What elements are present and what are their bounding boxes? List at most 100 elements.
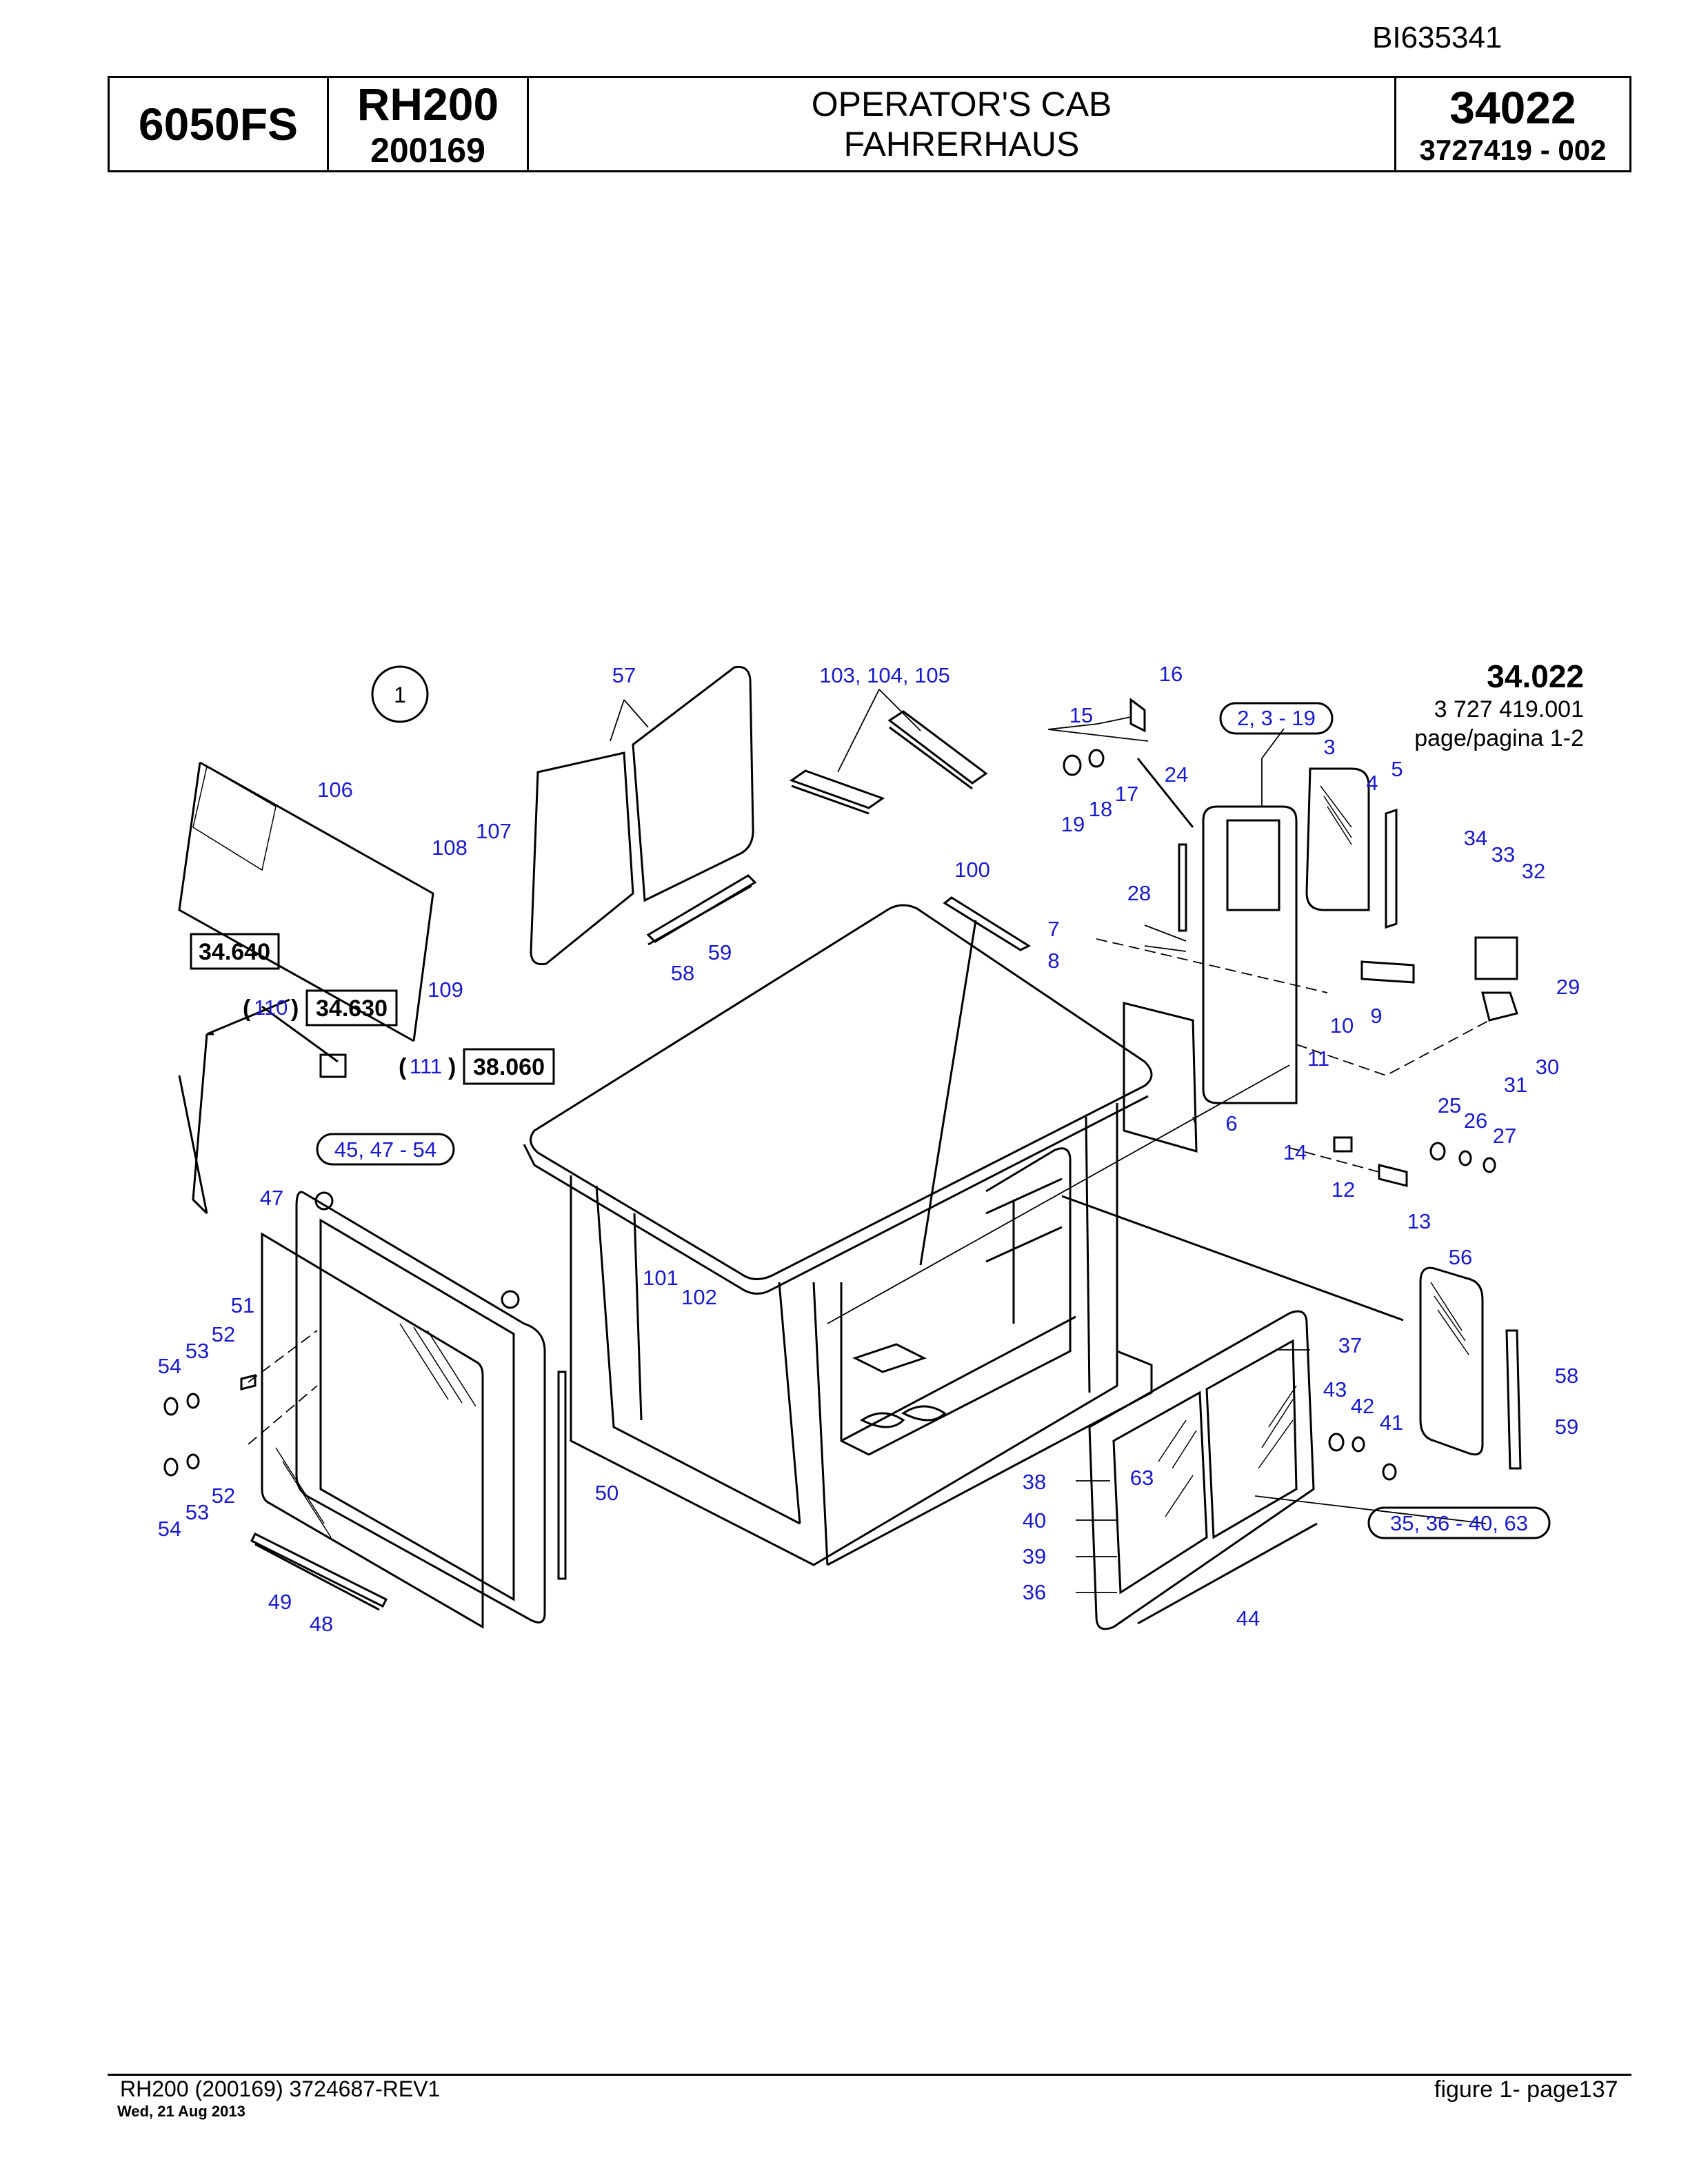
left-window-frame [295,1191,546,1624]
part-label: 34 [1464,826,1487,850]
part-label: 13 [1407,1209,1431,1233]
part-label: 6 [1225,1111,1237,1135]
group-cell: 34022 3727419 - 002 [1396,78,1629,170]
cab-rear-window [840,1147,1072,1456]
part-number-labels: 57 16 15 3 24 17 18 19 4 5 106 107 108 1… [158,662,1580,1636]
model-cell: 6050FS [110,78,329,170]
figure-circle [371,665,429,723]
group-text-1: 2, 3 - 19 [1237,706,1316,730]
group-bubble-3 [1367,1506,1551,1539]
door-frame [1202,805,1298,1104]
lock-29 [1474,936,1518,980]
part-label: 108 [432,836,468,860]
group-bubble-2 [316,1133,455,1166]
group-text-4: 103, 104, 105 [819,663,950,687]
group-text-3: 35, 36 - 40, 63 [1390,1511,1528,1535]
part-label: 57 [612,663,636,687]
ref-box-34630 [305,989,398,1027]
footer-rule [108,2074,1631,2076]
sliding-window-frame [1088,1310,1315,1630]
door-glass [1305,767,1370,911]
part-label: 10 [1330,1013,1354,1038]
footer-page-ref: figure 1- page137 [1434,2076,1618,2103]
part-label: 100 [954,858,990,882]
group-label: 34.022 [1487,658,1584,694]
cab-body-outline [570,1103,1118,1566]
part-label: 38 [1023,1470,1046,1494]
part-label: 40 [1023,1508,1046,1533]
title-german: FAHRERHAUS [843,125,1080,163]
leader-lines [248,689,1490,1593]
part-label: 107 [476,819,512,843]
part-label: 36 [1023,1580,1046,1604]
door-seal-5 [1385,808,1398,929]
part-label: 26 [1464,1109,1487,1133]
part-label: 59 [708,940,732,964]
part-label: 48 [310,1612,333,1636]
part-label: 102 [681,1285,717,1309]
reference-boxes [190,702,1551,1539]
part-label: 63 [1130,1466,1154,1490]
document-id: BI635341 [1372,21,1503,54]
seal-58-59 [1505,1329,1522,1470]
door-panel-6 [1123,1002,1198,1153]
title-cell: OPERATOR'S CAB FAHRERHAUS [529,78,1396,170]
part-label: 17 [1115,782,1138,806]
part-label: 27 [1493,1124,1516,1148]
part-label: 4 [1366,771,1378,795]
seal-strip-100 [943,896,1032,951]
part-label: 49 [268,1590,292,1614]
part-label: 42 [1351,1394,1374,1418]
part-label: 31 [1504,1073,1527,1097]
group-text-2: 45, 47 - 54 [334,1138,436,1162]
part-label: 30 [1536,1055,1559,1079]
seal-strip-roof [646,874,757,943]
part-label: 15 [1069,703,1093,727]
wiper-arm [192,1033,214,1215]
part-label: 58 [671,961,694,985]
part-label: 106 [317,778,353,802]
part-label: 19 [1061,812,1085,836]
part-110: 110 [254,995,288,1020]
part-label: 51 [231,1293,254,1317]
svg-text:(: ( [243,995,251,1022]
part-label: 14 [1283,1140,1307,1164]
part-label: 3 [1323,735,1335,759]
line-art [163,665,1522,1630]
part-label: 16 [1159,662,1183,686]
footer-document-ref: RH200 (200169) 3724687-REV1 [120,2076,441,2101]
part-label: 43 [1323,1377,1347,1402]
series-name: RH200 [356,79,499,130]
part-label: 109 [428,978,463,1002]
part-label: 50 [595,1481,619,1505]
part-label: 47 [260,1186,283,1210]
latch-12 [1378,1164,1408,1187]
model-number: 6050FS [138,99,299,150]
part-label: 52 [212,1322,235,1346]
ref-box-34640 [190,933,280,970]
bar-left [789,769,885,809]
part-label: 53 [185,1500,209,1524]
left-window-glass [261,1232,484,1629]
svg-text:(: ( [399,1054,407,1080]
part-reference: 3727419 - 002 [1419,134,1607,166]
door-seal-28 [1178,843,1187,932]
part-label: 8 [1047,949,1059,973]
title-english: OPERATOR'S CAB [811,85,1112,123]
bar-right [887,710,988,785]
ref-34640: 34.640 [199,939,270,965]
part-label: 18 [1089,797,1112,821]
roof-panel-left [530,751,634,966]
group-number: 34022 [1449,82,1576,133]
wiper-motor [319,1053,347,1078]
part-label: 28 [1127,881,1151,905]
seal-strips-48-49 [250,1532,388,1608]
seal-50 [557,1371,567,1580]
part-label: 29 [1556,975,1580,999]
part-label: 11 [1307,1046,1329,1071]
serial-number: 200169 [370,131,485,170]
part-label: 44 [1236,1606,1260,1630]
ref-38060: 38.060 [473,1054,545,1080]
svg-text:): ) [448,1054,456,1080]
